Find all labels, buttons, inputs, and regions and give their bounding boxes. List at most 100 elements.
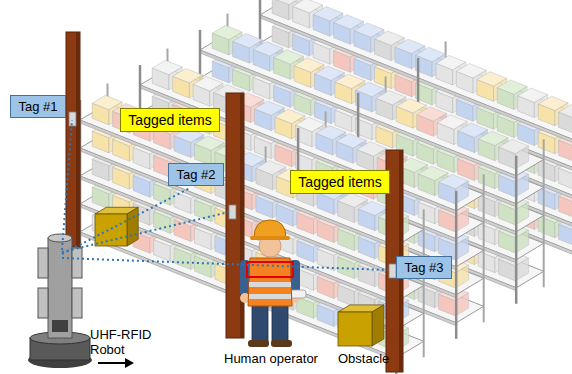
tagged-item [538, 132, 555, 154]
figure-label: Obstacle [338, 352, 408, 367]
tagged-item [357, 150, 374, 172]
tagged-item [538, 160, 555, 182]
tagged-item [418, 230, 435, 252]
tagged-item [334, 51, 351, 73]
tagged-item [358, 265, 375, 287]
tagged-item [317, 221, 334, 243]
tagged-item [436, 91, 453, 113]
tagged-item [436, 63, 453, 85]
hat-brim [250, 236, 290, 240]
tagged-item [458, 159, 475, 181]
tagged-item [518, 96, 535, 118]
callout-text: Tagged items [128, 112, 211, 128]
tagged-item [458, 131, 475, 153]
callout-text: Tag #2 [176, 167, 215, 182]
pillar-side [76, 32, 80, 247]
tagged-item [274, 86, 291, 108]
box-front [338, 312, 372, 346]
tagged-item [376, 126, 393, 148]
tagged-item [174, 220, 191, 242]
tagged-item [559, 112, 572, 134]
tagged-item [317, 249, 334, 271]
tagged-item [256, 168, 273, 190]
tagged-item [212, 33, 229, 55]
tagged-item [253, 50, 270, 72]
tag-callout: Tag #2 [168, 163, 224, 186]
shelf-plate [200, 34, 544, 176]
tagged-item [538, 104, 555, 126]
tagged-item [538, 216, 555, 238]
rfid-antenna [72, 288, 82, 318]
tagged-item [253, 78, 270, 100]
tagged-item [478, 139, 495, 161]
tagged-item [478, 167, 495, 189]
tagged-item [499, 231, 516, 253]
reflective-stripe [249, 294, 291, 299]
arrow-head [125, 358, 134, 368]
tagged-item [317, 193, 334, 215]
tagged-item [354, 31, 371, 53]
box-side [127, 207, 138, 246]
tagged-item [195, 256, 212, 278]
tagged-item [272, 26, 289, 48]
tagged-item [272, 0, 289, 20]
tagged-item [313, 15, 330, 37]
tagged-item [293, 6, 310, 28]
tagged-item [358, 209, 375, 231]
rfid-antenna [72, 248, 82, 278]
pillar-body [66, 32, 80, 247]
tagged-item [497, 88, 514, 110]
tagged-item [456, 72, 473, 94]
rfid-tag [229, 205, 236, 219]
tagged-item [418, 286, 435, 308]
figure-label: Human operator [224, 352, 334, 367]
tagged-item [477, 80, 494, 102]
tagged-item [338, 201, 355, 223]
worn-tag-frame [247, 262, 293, 277]
tagged-item [338, 229, 355, 251]
shelf-edge [260, 15, 572, 144]
reflective-stripe [249, 282, 291, 287]
tagged-item [375, 67, 392, 89]
tagged-item [316, 133, 333, 155]
tagged-item [418, 174, 435, 196]
tagged-item [212, 61, 229, 83]
items-callout: Tagged items [290, 170, 390, 194]
shoe [271, 340, 292, 347]
motion-arrow [98, 362, 126, 364]
tagged-item [417, 143, 434, 165]
shelf-post [423, 209, 425, 357]
rfid-tag [389, 264, 396, 278]
rf-read-path [62, 120, 72, 250]
items-callout: Tagged items [120, 108, 220, 132]
tagged-item [92, 159, 109, 181]
safety-vest [248, 258, 292, 306]
tagged-item [538, 188, 555, 210]
tagged-item [174, 192, 191, 214]
callout-text: Tagged items [298, 174, 381, 190]
tagged-item [113, 139, 130, 161]
tagged-item [317, 305, 334, 327]
tagged-item [133, 148, 150, 170]
tagged-item [358, 237, 375, 259]
rf-read-path [62, 188, 190, 254]
tagged-item [417, 115, 434, 137]
tagged-item [376, 98, 393, 120]
rfid-robot [28, 234, 92, 368]
tagged-item [255, 137, 272, 159]
tagged-item [154, 240, 171, 262]
tagged-item [437, 123, 454, 145]
tagged-item [439, 182, 456, 204]
tagged-item [499, 203, 516, 225]
tagged-item [335, 82, 352, 104]
tagged-item [297, 213, 314, 235]
tagged-item [92, 103, 109, 125]
tagged-item [315, 102, 332, 124]
tagged-item [395, 47, 412, 69]
tagged-item [297, 241, 314, 263]
tagged-item [559, 224, 572, 246]
shelf-post [515, 156, 518, 304]
shelf-plate [80, 132, 424, 274]
